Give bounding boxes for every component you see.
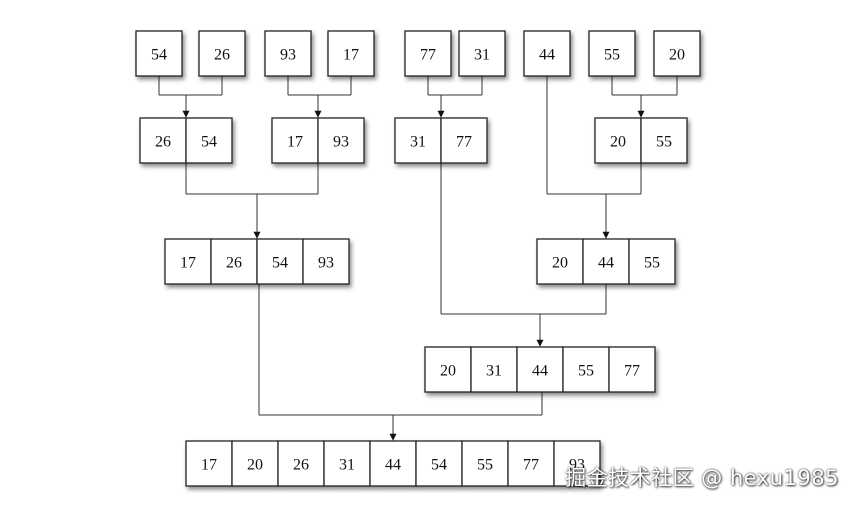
array-group	[271, 117, 365, 164]
array-group	[264, 30, 312, 77]
array-cell-value: 55	[644, 255, 660, 272]
array-cell-value: 54	[431, 457, 447, 474]
array-group	[536, 238, 676, 285]
array-cell-value: 93	[318, 255, 334, 272]
array-group	[594, 117, 688, 164]
array-group	[394, 117, 488, 164]
array-group	[458, 30, 506, 77]
array-cell-value: 20	[610, 134, 626, 151]
array-cell-value: 77	[624, 363, 640, 380]
array-cell	[404, 30, 452, 77]
array-group	[198, 30, 246, 77]
array-cell-value: 20	[440, 363, 456, 380]
array-group	[404, 30, 452, 77]
array-cell-value: 31	[486, 363, 502, 380]
array-cell	[461, 440, 509, 487]
array-group	[185, 440, 601, 487]
array-cell	[185, 117, 233, 164]
array-cell-value: 93	[333, 134, 349, 151]
array-cell-value: 54	[272, 255, 288, 272]
array-cell-value: 77	[420, 47, 436, 64]
array-cell-value: 55	[477, 457, 493, 474]
array-cell	[271, 117, 319, 164]
array-cell	[588, 30, 636, 77]
array-cell-value: 93	[280, 47, 296, 64]
array-cell-value: 17	[201, 457, 217, 474]
array-cell-value: 31	[474, 47, 490, 64]
array-cell-value: 31	[410, 134, 426, 151]
array-cell	[470, 346, 518, 393]
array-group	[164, 238, 350, 285]
array-group	[523, 30, 571, 77]
array-cell-value: 31	[339, 457, 355, 474]
array-cell	[369, 440, 417, 487]
array-cell	[317, 117, 365, 164]
array-cell	[608, 346, 656, 393]
array-cell	[458, 30, 506, 77]
array-cell	[415, 440, 463, 487]
array-group	[424, 346, 656, 393]
array-cell	[164, 238, 212, 285]
array-group	[588, 30, 636, 77]
array-cell	[327, 30, 375, 77]
array-cell-value: 77	[456, 134, 472, 151]
array-cell	[256, 238, 304, 285]
array-cell	[516, 346, 564, 393]
array-cell	[424, 346, 472, 393]
array-cell	[582, 238, 630, 285]
array-group	[139, 117, 233, 164]
array-cell-value: 20	[552, 255, 568, 272]
array-cell-value: 26	[214, 47, 230, 64]
array-cell	[653, 30, 701, 77]
array-cell	[135, 30, 183, 77]
array-cell	[277, 440, 325, 487]
array-group	[327, 30, 375, 77]
array-cell-value: 20	[247, 457, 263, 474]
array-cell	[440, 117, 488, 164]
array-cell	[231, 440, 279, 487]
array-cell-value: 44	[385, 457, 401, 474]
array-cell-value: 54	[201, 134, 217, 151]
array-cell-value: 26	[226, 255, 242, 272]
array-cell-value: 17	[343, 47, 359, 64]
array-cell-value: 44	[539, 47, 555, 64]
array-cell	[523, 30, 571, 77]
array-cell-value: 54	[151, 47, 167, 64]
array-cell	[198, 30, 246, 77]
connector-lines	[158, 76, 678, 441]
array-cell-value: 20	[669, 47, 685, 64]
array-cell	[507, 440, 555, 487]
array-cell-value: 77	[523, 457, 539, 474]
array-cell-value: 44	[598, 255, 614, 272]
array-cell-value: 44	[532, 363, 548, 380]
array-cell	[640, 117, 688, 164]
array-cell	[628, 238, 676, 285]
array-cell-value: 26	[293, 457, 309, 474]
array-cell-value: 55	[578, 363, 594, 380]
array-cell-value: 55	[656, 134, 672, 151]
array-cell	[264, 30, 312, 77]
array-group	[135, 30, 183, 77]
array-cell-value: 17	[180, 255, 196, 272]
array-cell-value: 93	[569, 457, 585, 474]
array-groups: 54 26 93 17 77 31 44 55 20 26 54 17 93 31 77 20 55 17 26 54…	[135, 30, 701, 487]
array-cell	[185, 440, 233, 487]
array-cell-value: 17	[287, 134, 303, 151]
array-cell	[302, 238, 350, 285]
array-cell	[553, 440, 601, 487]
watermark: 掘金技术社区 @ hexu1985	[565, 466, 839, 490]
array-group	[653, 30, 701, 77]
array-cell-value: 26	[155, 134, 171, 151]
array-cell	[536, 238, 584, 285]
array-cell-value: 55	[604, 47, 620, 64]
